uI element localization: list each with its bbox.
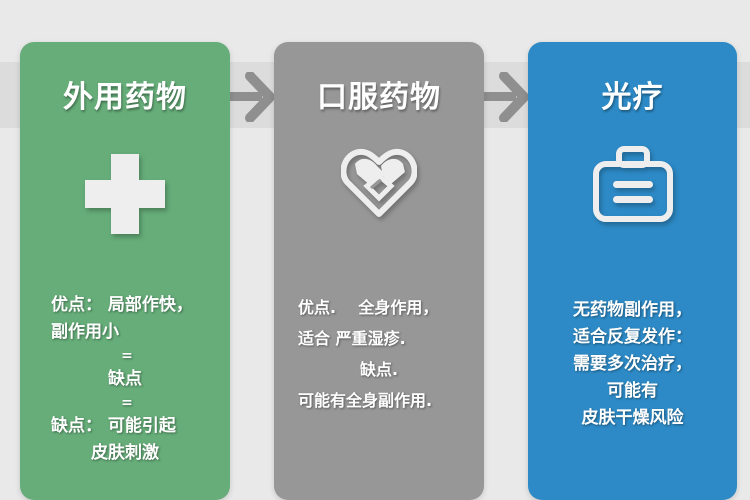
desc-line: 皮肤刺激 (91, 443, 159, 463)
card-oral-medication: 口服药物 优点. 全身作用， 适合 严重湿疹. 缺点. 可能有全身副作用. (274, 42, 484, 500)
desc-line: 适合反复发作： (573, 327, 692, 347)
card-description: 优点. 全身作用， 适合 严重湿疹. 缺点. 可能有全身副作用. (274, 292, 484, 416)
card-topical-medication: 外用药物 优点： 局部作快， 副作用小 = 缺点 = 缺点： 可能引起 皮肤刺激 (20, 42, 230, 500)
card-description: 无药物副作用， 适合反复发作： 需要多次治疗， 可能有 皮肤干燥风险 (528, 297, 737, 432)
desc-line: 皮肤干燥风险 (581, 408, 684, 428)
desc-line: 缺点： 可能引起 (51, 416, 176, 436)
desc-line: 无药物副作用， (573, 300, 692, 320)
desc-line: 需要多次治疗， (573, 354, 692, 374)
arrow-right-icon (228, 72, 275, 122)
desc-line: = (121, 395, 133, 411)
card-title: 外用药物 (63, 80, 187, 115)
card-phototherapy: 光疗 无药物副作用， 适合反复发作： 需要多次治疗， 可能有 皮肤干燥风险 (528, 42, 737, 500)
desc-line: 可能有 (607, 381, 658, 401)
plus-cross-icon (85, 154, 165, 234)
desc-line: 缺点 (108, 369, 142, 389)
desc-line: 缺点. (359, 360, 399, 379)
desc-line: 可能有全身副作用. (298, 391, 433, 410)
case-icon (592, 146, 673, 222)
desc-line: 优点： 局部作快， (51, 295, 193, 315)
card-title: 口服药物 (317, 80, 441, 115)
desc-line: = (121, 348, 133, 364)
desc-line: 副作用小 (51, 322, 119, 342)
heart-hands-icon (341, 148, 417, 217)
card-description: 优点： 局部作快， 副作用小 = 缺点 = 缺点： 可能引起 皮肤刺激 (20, 292, 230, 467)
desc-line: 优点. 全身作用， (298, 298, 439, 317)
arrow-right-icon (482, 72, 529, 122)
desc-line: 适合 严重湿疹. (298, 329, 406, 348)
card-title: 光疗 (601, 80, 664, 115)
